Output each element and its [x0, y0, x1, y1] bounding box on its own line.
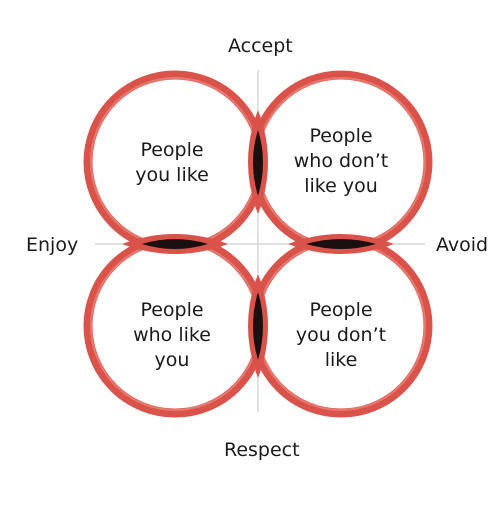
axis-label-respect: Respect — [224, 439, 300, 461]
overlap-right — [288, 234, 394, 254]
quadrant-top-right-text: People who don’t like you — [293, 125, 389, 197]
overlap-top — [248, 110, 268, 214]
quadrant-top-left-text: People you like — [135, 139, 209, 186]
axis-label-accept: Accept — [228, 35, 293, 57]
overlap-left — [122, 234, 228, 254]
axis-label-avoid: Avoid — [436, 234, 489, 256]
quadrant-bottom-right-text: People you don’t like — [295, 299, 387, 371]
overlap-bottom — [248, 274, 268, 378]
axis-label-enjoy: Enjoy — [26, 234, 79, 256]
quadrant-bottom-left-text: People who like you — [133, 299, 211, 371]
